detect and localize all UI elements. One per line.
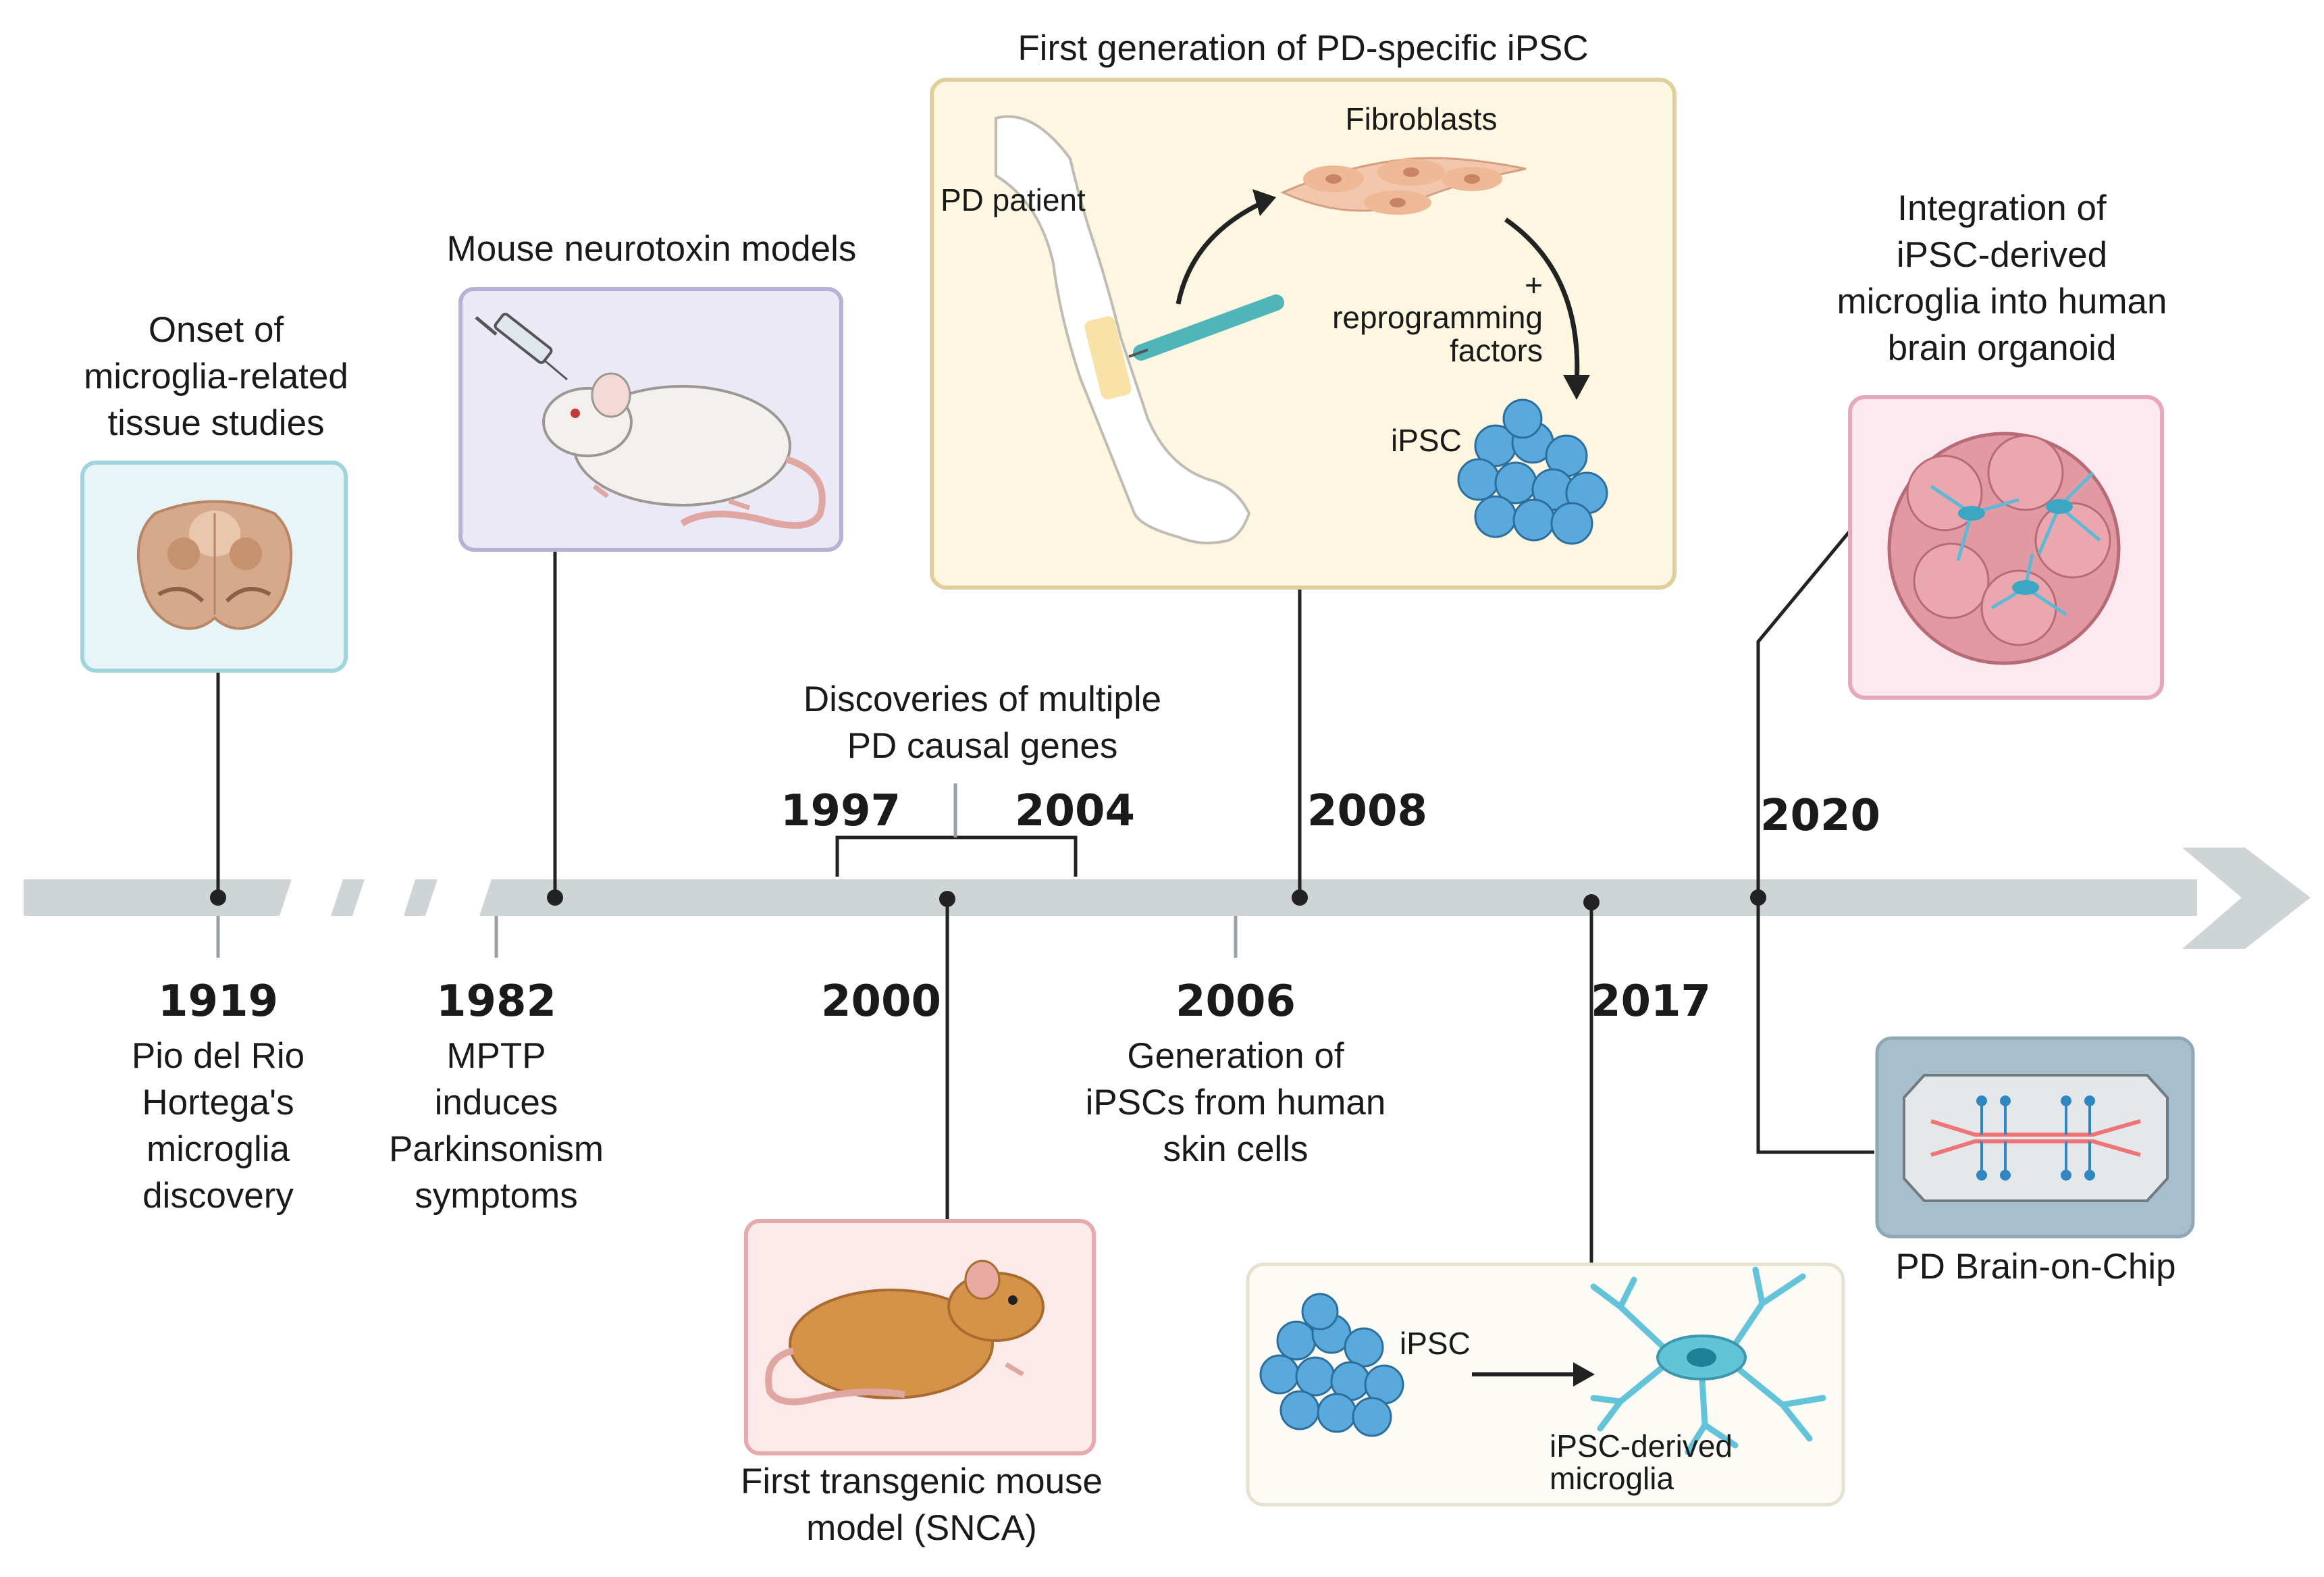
year-2017: 2017 [1590, 977, 1712, 1027]
brainstem-section-icon [136, 500, 293, 630]
box-1919 [80, 461, 348, 673]
caption-1982: MPTP induces Parkinsonism symptoms [388, 1036, 604, 1216]
label-reprogramming-factors: + reprogramming factors [1332, 267, 1543, 368]
year-2006: 2006 [1175, 977, 1296, 1027]
caption-2008-top: First generation of PD-specific iPSC [1018, 28, 1589, 68]
brain-organoid-icon [1887, 432, 2121, 665]
box-2000 [744, 1219, 1096, 1455]
caption-1919-top: Onset of microglia-related tissue studie… [84, 310, 348, 443]
year-2004: 2004 [1014, 786, 1136, 836]
transgenic-mouse-icon [765, 1260, 1045, 1405]
tick-lines [216, 783, 1238, 958]
label-pd-patient: PD patient [941, 182, 1086, 217]
timeline-dots [210, 889, 1766, 910]
ipsc-cluster-icon [1457, 398, 1608, 545]
timeline-arrowhead [2182, 848, 2310, 949]
syringe-icon [475, 313, 568, 381]
year-1997: 1997 [780, 786, 901, 836]
caption-pd-genes: Discoveries of multiple PD causal genes [803, 679, 1162, 766]
box-2017 [1246, 1262, 1845, 1507]
year-2000: 2000 [820, 977, 942, 1027]
caption-2006: Generation of iPSCs from human skin cell… [1085, 1036, 1386, 1169]
caption-2020-top: Integration of iPSC-derived microglia in… [1837, 188, 2167, 368]
label-fibroblasts: Fibroblasts [1345, 101, 1498, 136]
ipsc-cluster-icon [1259, 1293, 1404, 1437]
fibroblast-cells-icon [1280, 157, 1527, 215]
box-2008 [930, 78, 1676, 590]
year-1919: 1919 [157, 977, 279, 1027]
box-2020-organoid [1848, 395, 2164, 700]
year-2020: 2020 [1760, 791, 1881, 841]
timeline-bar [24, 848, 2310, 949]
caption-1919: Pio del Rio Hortega's microglia discover… [131, 1036, 305, 1216]
box-1982 [458, 287, 843, 552]
year-1982: 1982 [435, 977, 557, 1027]
process-arrows [1176, 200, 1580, 386]
label-ipsc-derived-microglia: iPSC-derived microglia [1550, 1428, 1733, 1497]
microglia-cell-icon [1590, 1266, 1826, 1455]
label-ipsc-2017: iPSC [1400, 1326, 1471, 1361]
caption-2000: First transgenic mouse model (SNCA) [740, 1462, 1103, 1548]
arm-icon [995, 115, 1251, 544]
caption-1982-top: Mouse neurotoxin models [446, 229, 857, 269]
brain-on-chip-icon [1875, 1036, 2195, 1239]
year-2008: 2008 [1306, 786, 1428, 836]
white-mouse-icon [542, 372, 826, 529]
label-ipsc-2008: iPSC [1391, 423, 1462, 458]
caption-brain-on-chip: PD Brain-on-Chip [1895, 1247, 2176, 1287]
biopsy-tool-icon [1128, 294, 1284, 361]
